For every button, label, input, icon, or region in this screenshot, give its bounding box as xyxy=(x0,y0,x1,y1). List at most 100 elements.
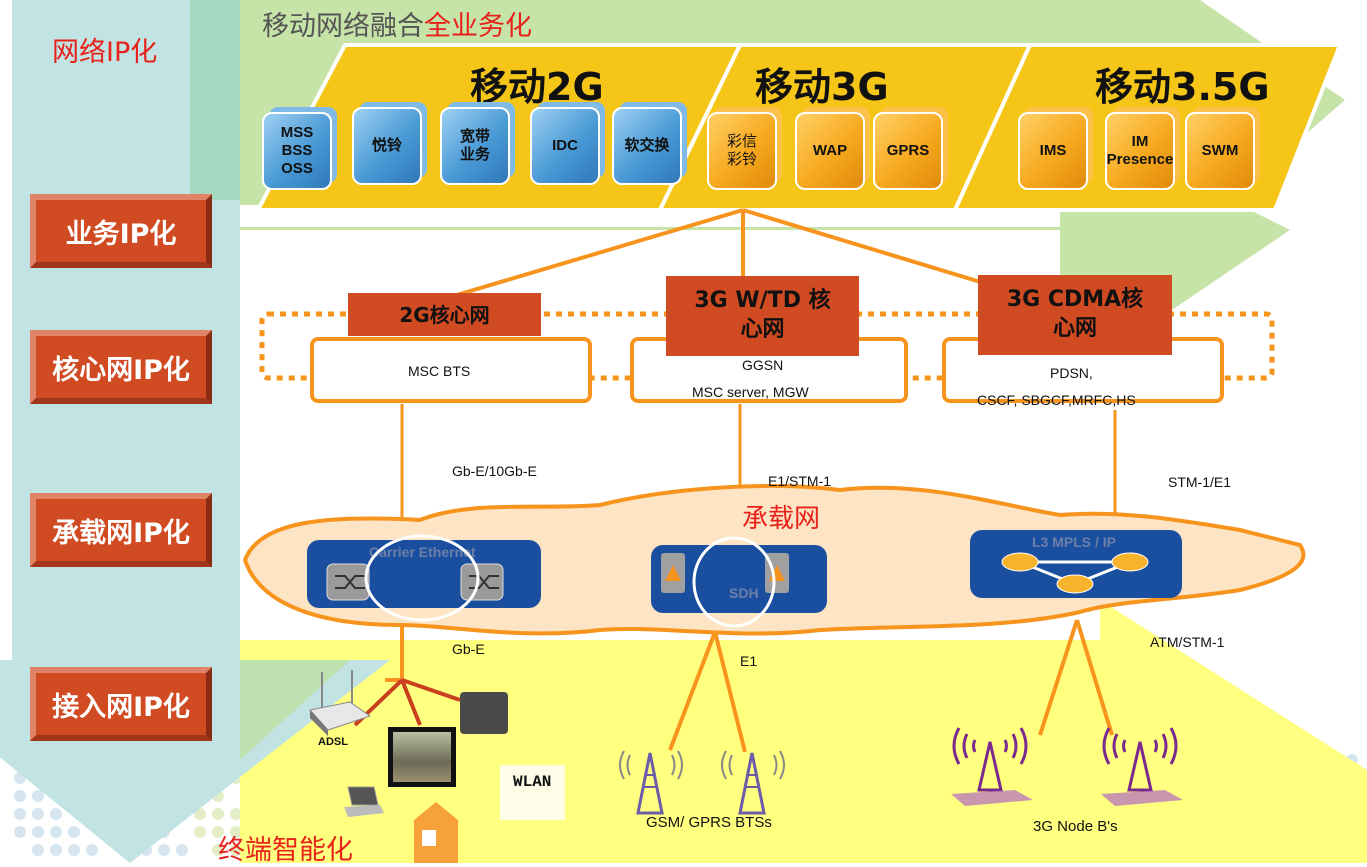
gsm-bts-tower-icon xyxy=(619,750,683,815)
decor-dot xyxy=(50,808,62,820)
sidebar-item-core-ip[interactable]: 核心网IP化 xyxy=(30,330,212,404)
core-elements-3g-wtd-2: MSC server, MGW xyxy=(692,384,809,400)
meter-box-icon xyxy=(460,692,508,734)
core-group-dotted xyxy=(259,311,1275,381)
decor-dot xyxy=(50,844,62,856)
decor-dot xyxy=(68,826,80,838)
service-cube-mss-bss-oss[interactable]: MSS BSS OSS xyxy=(262,112,332,190)
wlan-box xyxy=(500,765,565,820)
left-title: 网络IP化 xyxy=(52,37,158,68)
generation-title-2g: 移动2G xyxy=(470,65,604,109)
gsm-bts-tower-icon xyxy=(721,750,785,815)
link-label-stm1-e1: STM-1/E1 xyxy=(1168,474,1232,490)
decor-dot xyxy=(230,808,242,820)
decor-dot xyxy=(32,808,44,820)
cube-label: WAP xyxy=(812,142,848,159)
ring-icon xyxy=(364,534,480,622)
generation-title-35g: 移动3.5G xyxy=(1095,65,1270,109)
sidebar-item-service-ip[interactable]: 业务IP化 xyxy=(30,194,212,268)
cube-label: 悦铃 xyxy=(371,137,402,154)
decor-dot xyxy=(86,844,98,856)
bearer-segment-mpls-ip[interactable]: L3 MPLS / IP xyxy=(970,530,1182,598)
core-title-3g-cdma: 3G CDMA核 心网 xyxy=(978,275,1172,355)
decor-dot xyxy=(32,790,44,802)
link-label-gbe-10gbe: Gb-E/10Gb-E xyxy=(452,463,537,479)
router-mesh-icon xyxy=(1001,552,1149,594)
cube-label: IMS xyxy=(1039,142,1067,159)
segment-title: SDH xyxy=(729,585,759,601)
cube-label: 软交换 xyxy=(624,137,670,154)
bearer-to-access-lines xyxy=(385,619,1114,753)
service-cube-mms-crbt[interactable]: 彩信 彩铃 xyxy=(707,112,777,190)
cube-label: IM Presence xyxy=(1106,133,1174,168)
cube-label: 彩信 彩铃 xyxy=(726,133,757,168)
device-label-adsl: ADSL xyxy=(318,736,348,748)
bearer-segment-carrier-ethernet[interactable]: Carrier Ethernet xyxy=(307,534,541,622)
sdh-node-icon xyxy=(661,553,685,593)
link-label-e1: E1 xyxy=(740,653,758,669)
core-box-2g[interactable] xyxy=(310,337,592,403)
gsm-bts-label: GSM/ GPRS BTSs xyxy=(646,814,772,831)
service-cube-broadband[interactable]: 宽带 业务 xyxy=(440,107,510,185)
core-title-2g: 2G核心网 xyxy=(348,293,541,336)
service-cube-im-presence[interactable]: IM Presence xyxy=(1105,112,1175,190)
bearer-segment-sdh[interactable]: SDH xyxy=(651,536,827,628)
link-label-gbe: Gb-E xyxy=(452,641,485,657)
core-elements-3g-cdma-2: CSCF, SBGCF,MRFC,HS xyxy=(977,392,1136,408)
decor-dot xyxy=(68,844,80,856)
core-elements-2g: MSC BTS xyxy=(408,363,471,379)
decor-dot xyxy=(176,844,188,856)
node-b-tower-icon xyxy=(951,727,1033,806)
adsl-router-icon xyxy=(309,670,372,736)
decor-dot xyxy=(14,790,26,802)
service-cube-yueling[interactable]: 悦铃 xyxy=(352,107,422,185)
decor-dot xyxy=(50,826,62,838)
service-cube-gprs[interactable]: GPRS xyxy=(873,112,943,190)
sidebar-item-bearer-ip[interactable]: 承载网IP化 xyxy=(30,493,212,567)
bearer-title: 承载网 xyxy=(742,504,821,534)
decor-dot xyxy=(212,844,224,856)
segment-title: L3 MPLS / IP xyxy=(1032,534,1117,550)
service-cube-wap[interactable]: WAP xyxy=(795,112,865,190)
decor-dot xyxy=(32,826,44,838)
terminal-label: 终端智能化 xyxy=(218,835,353,866)
decor-dot xyxy=(194,808,206,820)
decor-dot xyxy=(158,844,170,856)
olt-device-icon xyxy=(388,727,456,787)
link-label-e1-stm1: E1/STM-1 xyxy=(768,473,832,489)
device-label-wlan: WLAN xyxy=(513,773,552,791)
page-title: 移动网络融合全业务化 xyxy=(262,4,532,43)
ip-arrow-overlap xyxy=(190,0,240,200)
decor-dot xyxy=(194,826,206,838)
core-elements-3g-cdma-1: PDSN, xyxy=(1050,365,1093,381)
generation-title-3g: 移动3G xyxy=(755,65,889,109)
ring-icon xyxy=(692,536,776,628)
core-elements-3g-wtd-1: GGSN xyxy=(742,357,784,373)
service-cube-ims[interactable]: IMS xyxy=(1018,112,1088,190)
segment-title: Carrier Ethernet xyxy=(369,544,476,560)
cube-label: GPRS xyxy=(886,142,930,159)
service-cube-softswitch[interactable]: 软交换 xyxy=(612,107,682,185)
home-gateway-icon xyxy=(414,802,458,863)
decor-dot xyxy=(32,844,44,856)
core-title-3g-wtd: 3G W/TD 核 心网 xyxy=(666,276,859,356)
decor-dot xyxy=(14,826,26,838)
decor-dot xyxy=(212,808,224,820)
decor-dot xyxy=(230,844,242,856)
service-cube-swm[interactable]: SWM xyxy=(1185,112,1255,190)
title-highlight: 全业务化 xyxy=(424,11,532,42)
node-b-tower-icon xyxy=(1101,727,1183,806)
ethernet-switch-icon xyxy=(326,563,370,601)
cube-label: SWM xyxy=(1201,142,1239,159)
decor-dot xyxy=(230,826,242,838)
decor-dot xyxy=(14,808,26,820)
service-cube-idc[interactable]: IDC xyxy=(530,107,600,185)
cube-label: IDC xyxy=(552,137,578,154)
decor-dot xyxy=(212,826,224,838)
laptop-icon xyxy=(344,786,384,817)
sidebar-item-access-ip[interactable]: 接入网IP化 xyxy=(30,667,212,741)
cube-label: MSS BSS OSS xyxy=(280,124,314,177)
link-label-atm-stm1: ATM/STM-1 xyxy=(1150,634,1225,650)
title-prefix: 移动网络融合 xyxy=(262,11,424,42)
ethernet-switch-icon xyxy=(460,563,504,601)
